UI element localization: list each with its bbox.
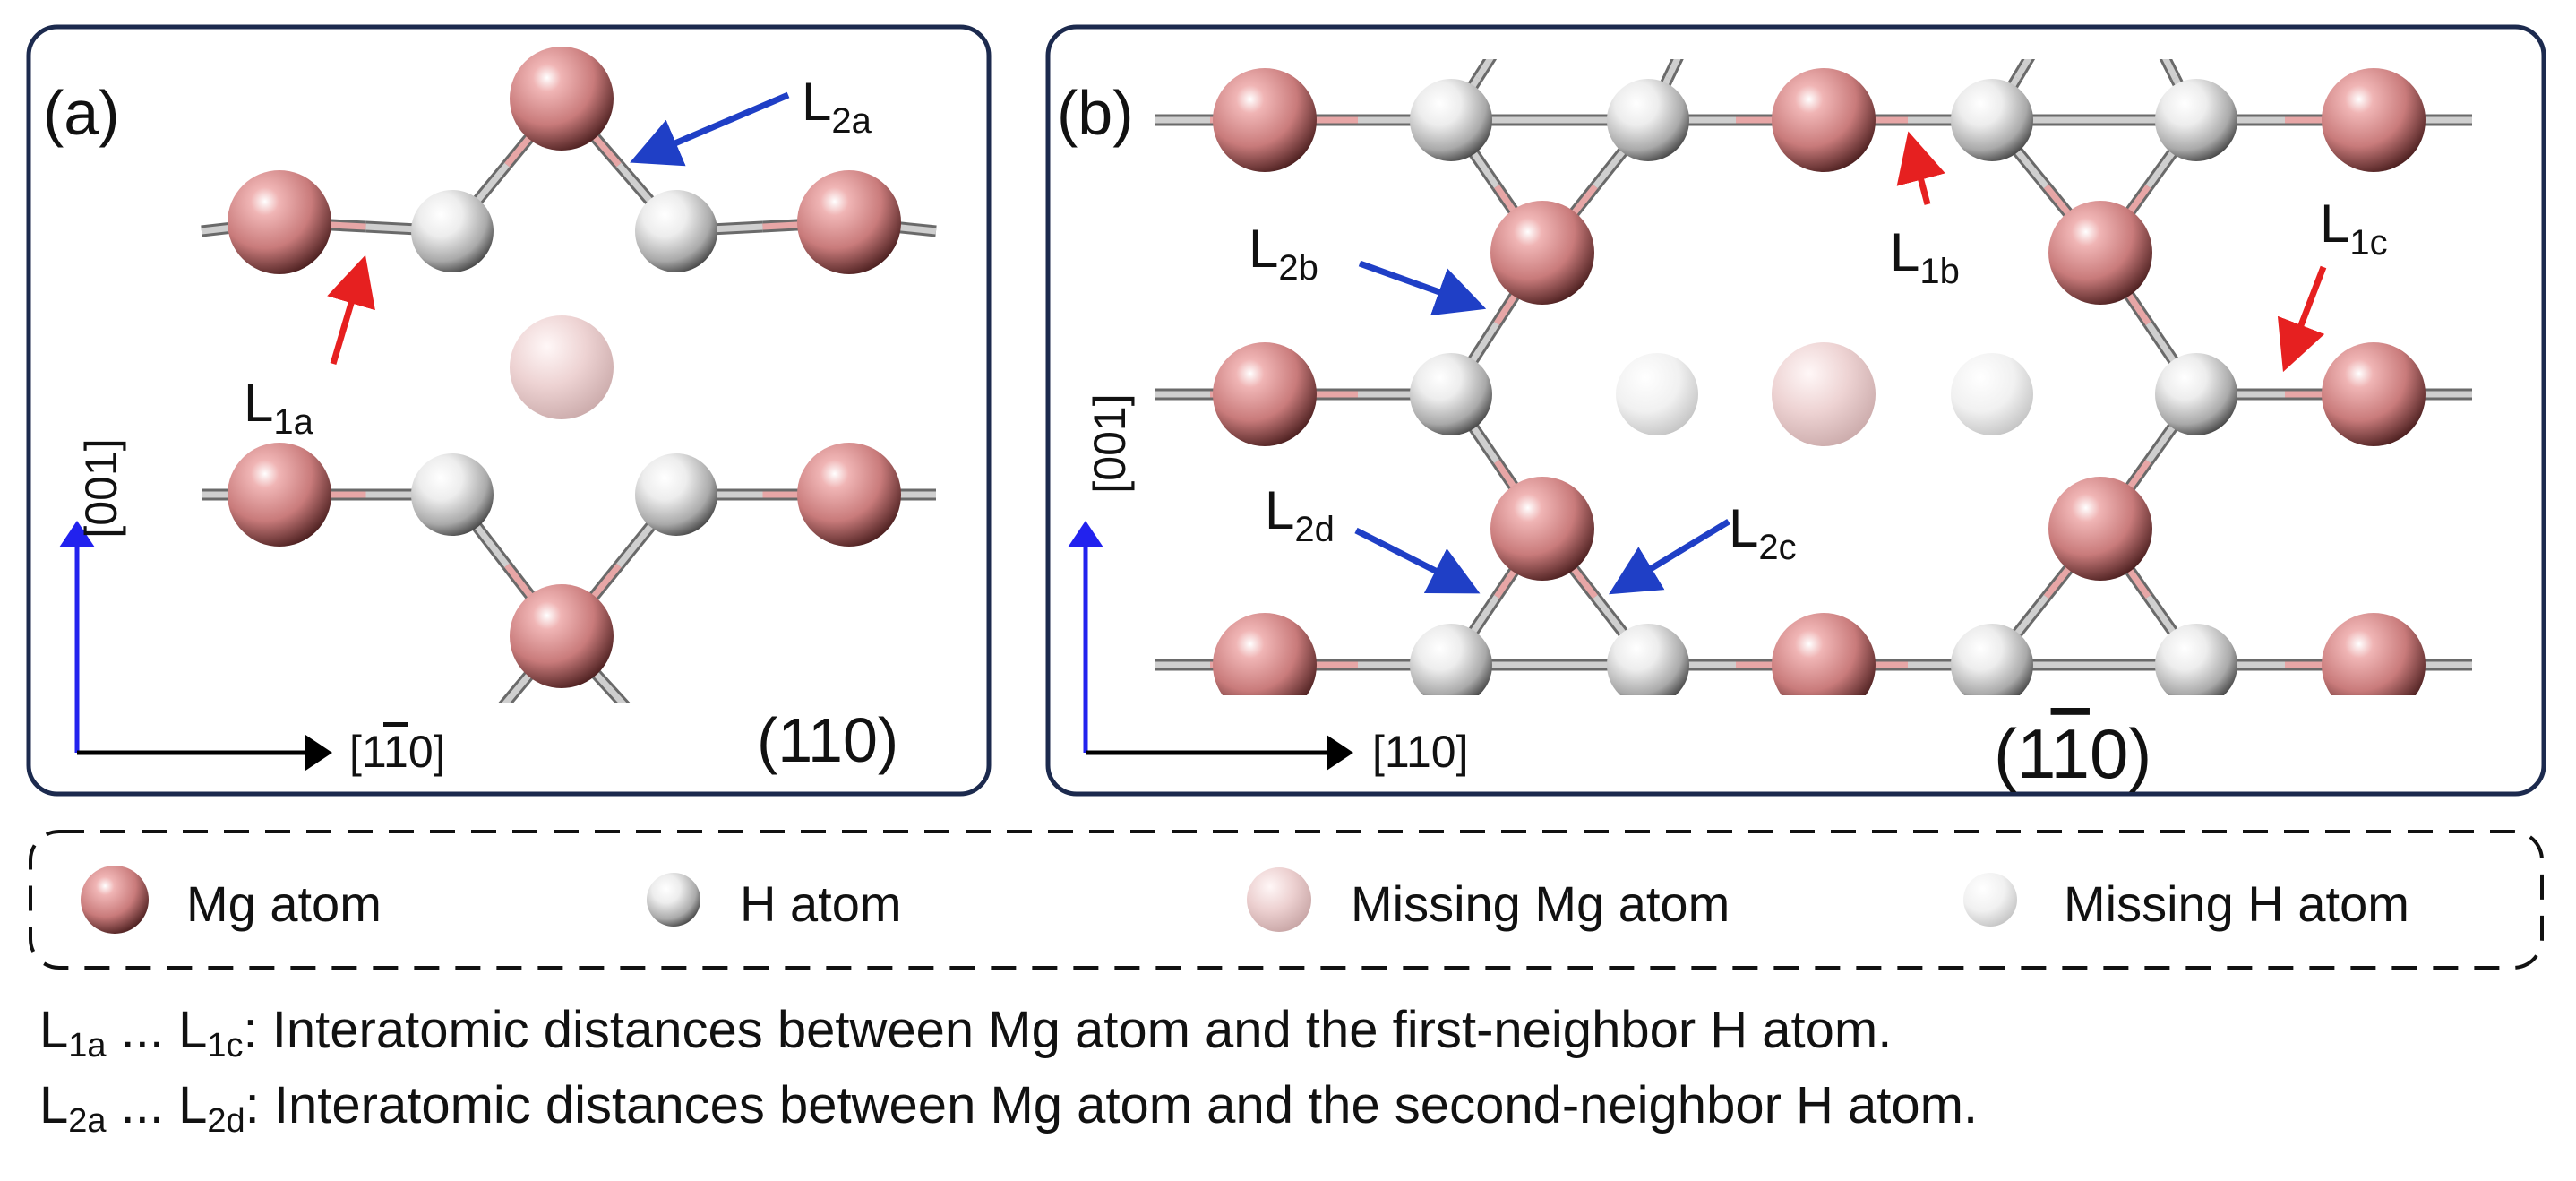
mg-atom — [1772, 613, 1876, 695]
bond — [1475, 59, 1494, 80]
legend-mg-label: Mg atom — [186, 875, 382, 932]
h-atom — [2155, 624, 2237, 695]
mg-atom — [228, 170, 331, 274]
mg-atom — [510, 47, 614, 151]
mg-atom — [228, 443, 331, 547]
panel-a-tag: (a) — [43, 78, 120, 148]
panel-a-structure — [201, 47, 937, 703]
panel-a-plane: (110) — [757, 705, 898, 775]
mg-atom — [2322, 68, 2426, 172]
arrow-l1b — [1896, 131, 1945, 205]
legend-missing-h-label: Missing H atom — [2064, 875, 2409, 932]
h-atom — [411, 190, 494, 272]
mg-atom — [797, 170, 901, 274]
label-l2c: L2c — [1729, 498, 1797, 567]
mg-atom — [2048, 477, 2152, 581]
bond — [2162, 59, 2178, 80]
h-atom — [1607, 79, 1689, 161]
mg-atom — [1213, 342, 1317, 446]
mg-atom — [2322, 613, 2426, 695]
mg-atom — [1213, 68, 1317, 172]
label-l2b: L2b — [1249, 219, 1318, 288]
panel-b-structure — [1155, 59, 2472, 695]
panel-b-tag: (b) — [1057, 78, 1134, 148]
label-l1a: L1a — [244, 373, 314, 442]
h-atom — [1410, 624, 1492, 695]
legend-missing-h-icon — [1963, 873, 2017, 927]
arrow-l1c — [2277, 265, 2327, 373]
h-atom — [1410, 79, 1492, 161]
missing-mg-atom — [1772, 342, 1876, 446]
legend-frame — [29, 830, 2544, 970]
arrow-l2d — [1354, 527, 1481, 594]
mg-atom — [2322, 342, 2426, 446]
h-atom — [635, 453, 717, 536]
mg-atom — [1490, 201, 1594, 305]
bond — [1665, 59, 1681, 80]
bond — [2014, 59, 2032, 80]
h-atom — [411, 453, 494, 536]
label-l2d: L2d — [1265, 480, 1335, 549]
panel-b-plane: (110) — [1994, 714, 2151, 793]
label-l2a: L2a — [802, 72, 872, 141]
legend-h-atom-icon — [647, 873, 700, 927]
missing-mg-atom — [510, 315, 614, 419]
arrow-l2b — [1358, 260, 1487, 316]
mg-atom — [1490, 477, 1594, 581]
legend-mg-atom-icon — [81, 866, 149, 934]
panel-b-axis-horizontal-label: [110] — [1372, 727, 1469, 777]
panel-a-frame — [26, 24, 992, 797]
arrow-l1a — [327, 254, 375, 365]
panel-a-axis-horizontal-label: [110] — [349, 727, 446, 777]
mg-atom — [510, 584, 614, 688]
mg-atom — [1772, 68, 1876, 172]
legend-missing-mg-icon — [1247, 867, 1311, 932]
label-l1c: L1c — [2320, 194, 2388, 263]
h-atom — [635, 190, 717, 272]
panel-a-axis-vertical-label: [001] — [76, 438, 126, 538]
caption-line-2: L2a ... L2d: Interatomic distances betwe… — [39, 1076, 1979, 1140]
legend-h-label: H atom — [740, 875, 902, 932]
arrow-l2c — [1609, 519, 1730, 595]
arrow-l2a — [630, 91, 790, 167]
mg-atom — [1213, 613, 1317, 695]
h-atom — [2155, 353, 2237, 435]
h-atom — [1607, 624, 1689, 695]
caption: L1a ... L1c: Interatomic distances betwe… — [39, 993, 2547, 1143]
label-l1b: L1b — [1890, 222, 1960, 291]
mg-atom — [797, 443, 901, 547]
panel-b-axis-vertical-label: [001] — [1085, 393, 1135, 493]
h-atom — [1951, 79, 2033, 161]
h-atom — [2155, 79, 2237, 161]
missing-h-atom — [1951, 353, 2033, 435]
caption-line-1: L1a ... L1c: Interatomic distances betwe… — [39, 1001, 1893, 1065]
h-atom — [1410, 353, 1492, 435]
bond — [501, 669, 535, 703]
h-atom — [1951, 624, 2033, 695]
bond — [591, 669, 628, 703]
panel-b-frame — [1045, 24, 2546, 797]
mg-atom — [2048, 201, 2152, 305]
legend-missing-mg-label: Missing Mg atom — [1351, 875, 1730, 932]
missing-h-atom — [1616, 353, 1698, 435]
